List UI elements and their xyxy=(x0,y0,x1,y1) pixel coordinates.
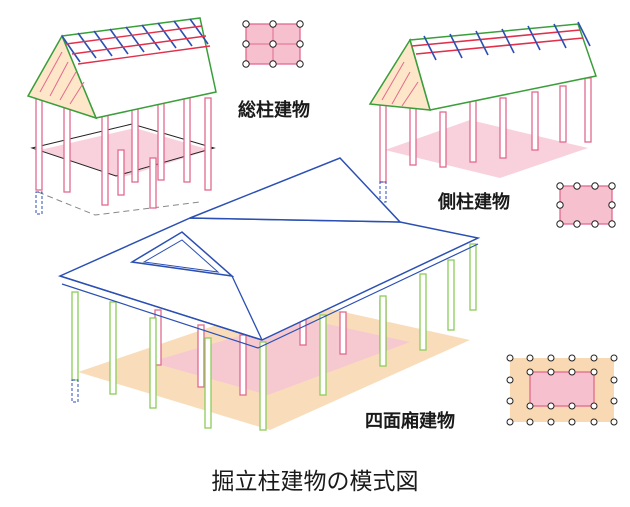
soubashira-roof-gable xyxy=(26,34,98,120)
shimen-eave-under xyxy=(61,243,479,349)
shimen-roof-hip xyxy=(189,157,402,223)
soubashira-purlins xyxy=(65,25,211,65)
soubashira-gable-hatch xyxy=(39,51,85,105)
shimen-building xyxy=(57,157,481,431)
figure-caption: 掘立柱建物の模式図 xyxy=(211,469,419,495)
gawabashira-building xyxy=(368,21,597,203)
shimen-hip-ridge xyxy=(231,275,263,341)
gawabashira-purlins xyxy=(411,29,584,55)
shimenbisashi-plan xyxy=(506,354,618,426)
gawabashira-gable-hatch xyxy=(381,61,419,107)
shimen-roof-front xyxy=(57,217,481,341)
label-gawabashira: 側柱建物 xyxy=(438,192,510,213)
shimen-roof-gable-inner xyxy=(142,239,220,273)
label-soubashira: 総柱建物 xyxy=(238,100,310,121)
shimen-roof-gable xyxy=(129,231,235,278)
soubashira-building xyxy=(26,17,217,216)
shimen-buried-post xyxy=(71,379,79,403)
gawabashira-rafters xyxy=(423,21,591,61)
soubashira-floor-frame xyxy=(30,123,216,177)
soubashira-ground-dashed xyxy=(37,191,201,216)
gawabashira-roof-gable xyxy=(368,38,432,111)
gawabashira-posts xyxy=(379,77,592,183)
gawabashira-floor xyxy=(385,120,588,178)
soubashira-floor xyxy=(40,128,210,178)
soubashira-plan xyxy=(242,20,304,68)
gawabashira-buried-post xyxy=(379,181,387,203)
label-shimenbisashi: 四面廂建物 xyxy=(365,411,455,432)
shimen-eave-line xyxy=(59,275,263,341)
soubashira-buried-post xyxy=(35,191,43,215)
soubashira-rafters xyxy=(61,18,209,63)
shimen-outer-posts xyxy=(71,243,477,431)
gawabashira-plan xyxy=(556,182,616,228)
